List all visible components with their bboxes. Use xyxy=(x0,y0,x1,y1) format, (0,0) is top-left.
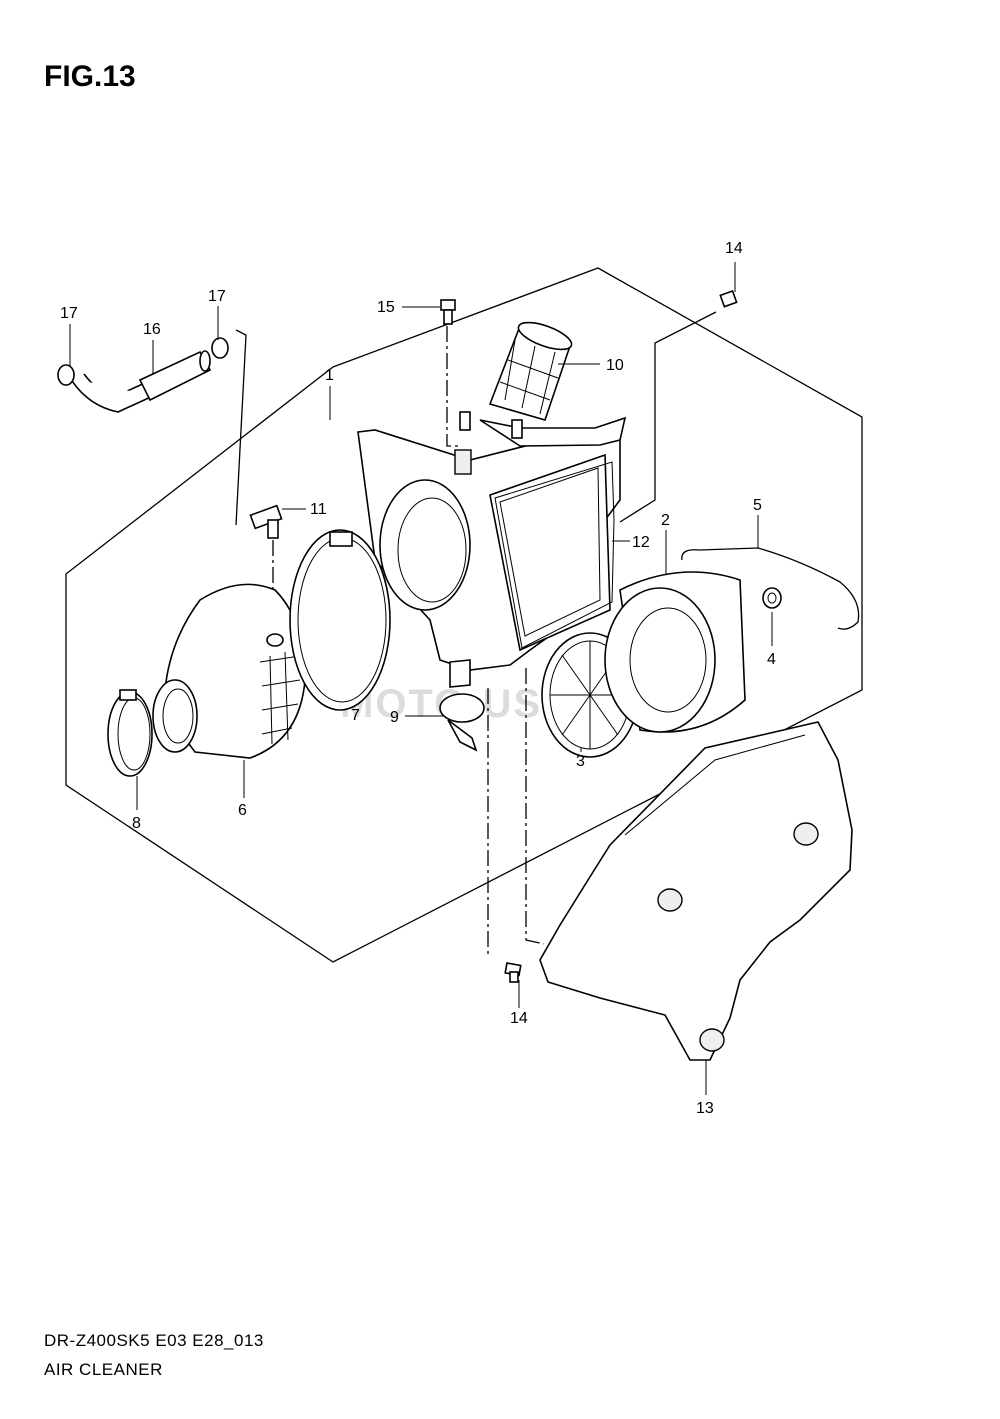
callout-12: 12 xyxy=(632,534,650,551)
callout-5: 5 xyxy=(753,497,762,514)
callout-13: 13 xyxy=(696,1100,714,1117)
elbow-fitting xyxy=(249,504,283,539)
hose-clamp-left xyxy=(57,364,75,386)
hose-clamp-right xyxy=(211,337,229,359)
seal xyxy=(439,693,485,752)
hose-group-bracket xyxy=(235,329,247,526)
right-bracket xyxy=(619,311,717,523)
intake-tube xyxy=(488,321,573,421)
grommet xyxy=(762,587,782,609)
breather-hose xyxy=(69,350,212,413)
callout-17-right: 17 xyxy=(208,288,226,305)
callout-14-bottom: 14 xyxy=(510,1010,528,1027)
assembly-frame xyxy=(65,267,863,963)
figure-name: AIR CLEANER xyxy=(44,1360,163,1379)
foam-element xyxy=(604,571,746,733)
callout-3: 3 xyxy=(576,753,585,770)
clamp-band xyxy=(107,689,153,777)
retainer-wire xyxy=(681,547,860,630)
gasket-ring xyxy=(289,529,391,711)
callout-14-top: 14 xyxy=(725,240,743,257)
callout-10: 10 xyxy=(606,357,624,374)
air-cleaner-box xyxy=(357,411,627,688)
callout-8: 8 xyxy=(132,815,141,832)
callout-2: 2 xyxy=(661,512,670,529)
callout-6: 6 xyxy=(238,802,247,819)
screw-14-top xyxy=(719,289,738,308)
callout-17-left: 17 xyxy=(60,305,78,322)
model-code: DR-Z400SK5 E03 E28_013 xyxy=(44,1331,264,1350)
callout-15: 15 xyxy=(377,299,395,316)
callout-4: 4 xyxy=(767,651,776,668)
screw-15 xyxy=(440,299,456,325)
figure-title: FIG.13 xyxy=(44,60,136,93)
callout-16: 16 xyxy=(143,321,161,338)
callout-1: 1 xyxy=(325,367,334,384)
screw-14-bottom xyxy=(504,962,522,983)
callout-9: 9 xyxy=(390,709,399,726)
callout-11: 11 xyxy=(310,501,327,518)
intake-boot xyxy=(152,583,306,759)
side-cover xyxy=(539,721,853,1061)
gasket-frame xyxy=(494,461,615,649)
callout-7: 7 xyxy=(351,707,360,724)
